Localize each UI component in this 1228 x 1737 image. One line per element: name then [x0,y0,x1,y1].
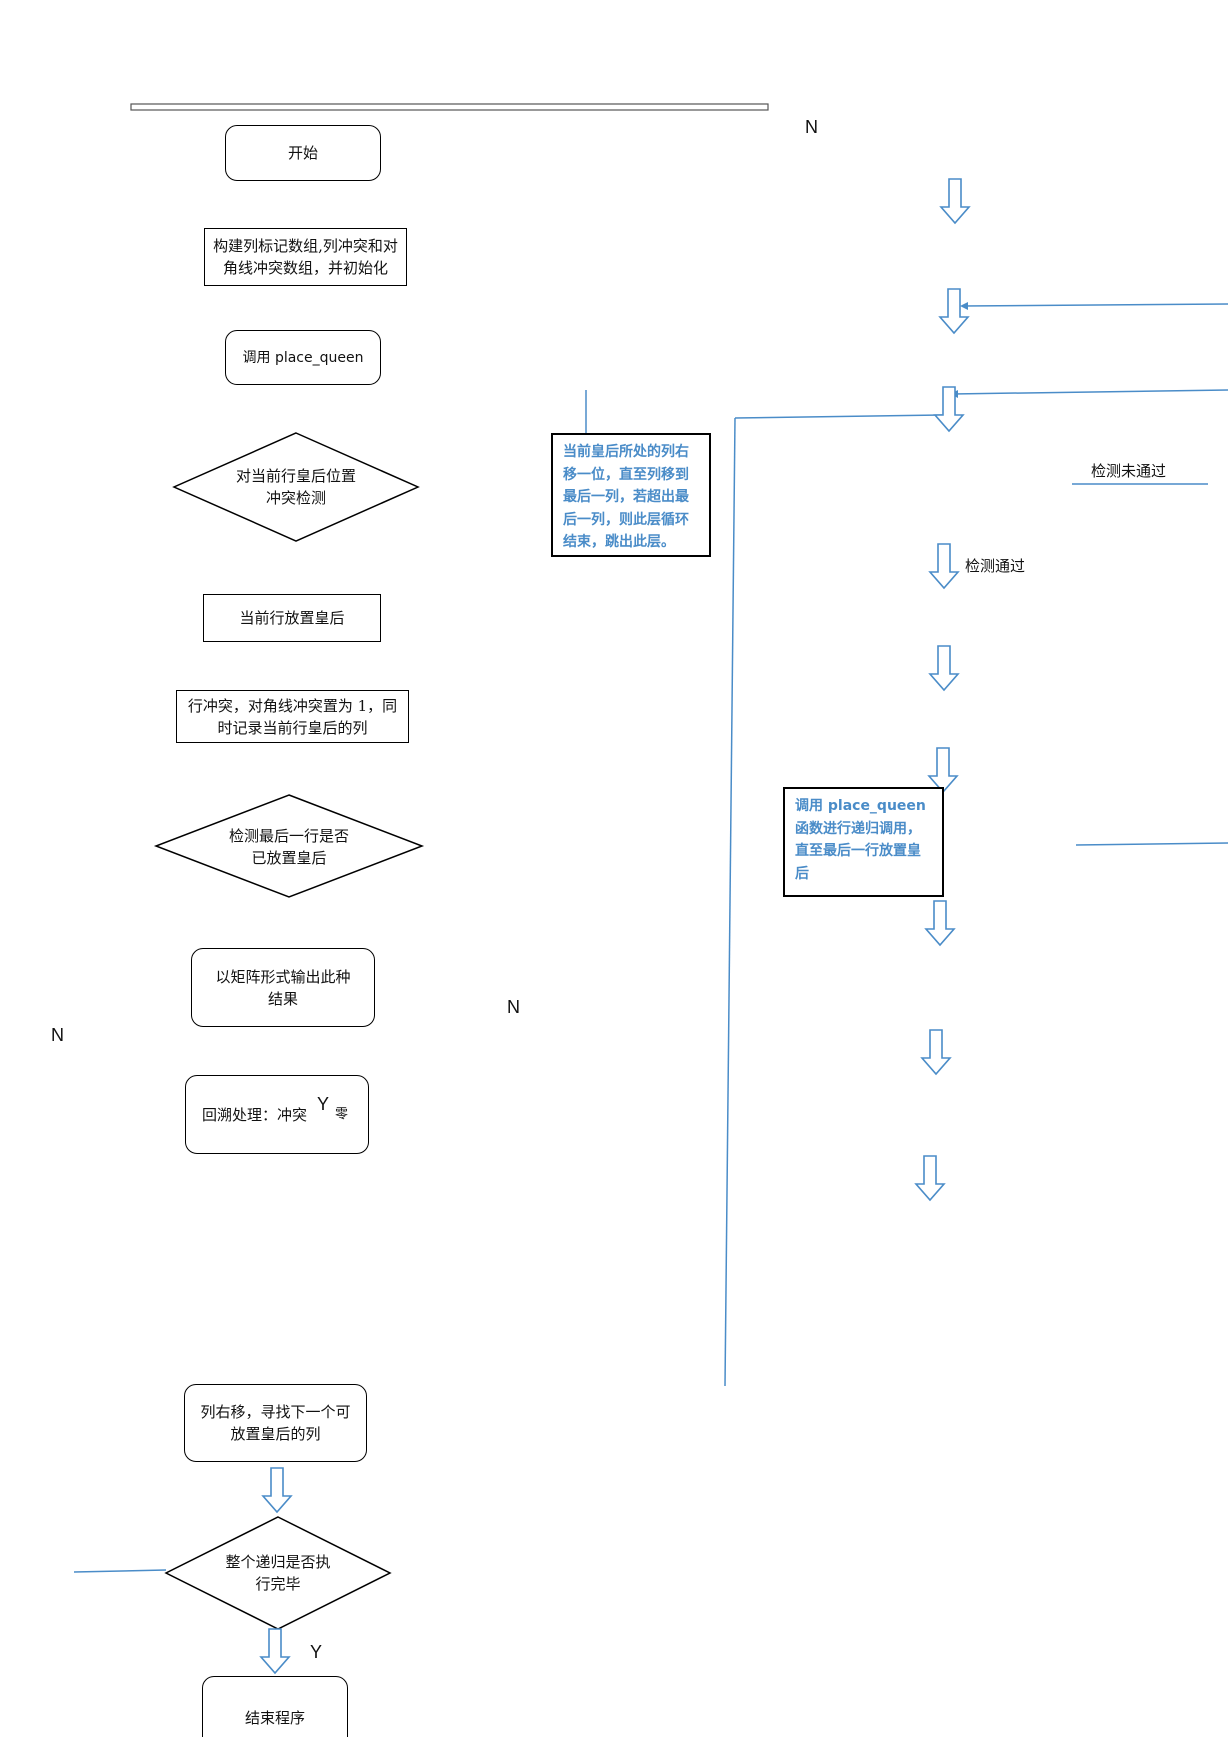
check-conflict-label: 对当前行皇后位置冲突检测 [235,467,356,507]
shift-column-node: 列右移，寻找下一个可放置皇后的列 [184,1384,367,1462]
feedback-arrowhead-1 [960,302,968,310]
column-shift-note: 当前皇后所处的列右移一位，直至列移到最后一列，若超出最后一列，则此层循环结束，跳… [551,433,711,557]
feedback-line-2 [951,389,1228,395]
down-arrow-icon [921,1029,951,1075]
check-last-row-label: 检测最后一行是否已放置皇后 [228,827,349,867]
label-y-end: Y [310,1642,323,1662]
backtrack-label: 回溯处理：冲突 [202,1105,308,1124]
init-node: 构建列标记数组,列冲突和对角线冲突数组，并初始化 [204,228,407,286]
left-feed-line [73,1569,167,1573]
down-arrow-icon [260,1628,290,1674]
end-node: 结束程序 [202,1676,348,1737]
label-n-left: N [51,1025,64,1045]
feedback-line-3 [1075,842,1228,846]
down-arrow-icon [934,386,964,432]
check-done-label: 整个递归是否执行完毕 [225,1553,331,1593]
label-check-pass: 检测通过 [965,557,1026,575]
down-arrow-icon [940,178,970,224]
header-bar [130,103,769,111]
loop-vertical-line [724,417,736,1387]
down-arrow-icon [928,747,958,793]
backtrack-tail: 零 [335,1106,349,1122]
label-n-top: N [805,117,818,137]
down-arrow-icon [939,288,969,334]
mark-conflict-node: 行冲突，对角线冲突置为 1，同时记录当前行皇后的列 [176,690,409,743]
down-arrow-icon [929,543,959,589]
recursive-call-note: 调用 place_queen 函数进行递归调用，直至最后一行放置皇后 [783,787,944,897]
diamond-check-last [153,794,425,898]
down-arrow-icon [925,900,955,946]
down-arrow-icon [915,1155,945,1201]
down-arrow-icon [929,645,959,691]
feedback-line-1 [961,303,1228,307]
label-n-mid: N [507,997,520,1017]
loop-top-line [734,414,943,419]
diamond-check-conflict [172,432,420,542]
label-y-backtrack: Y [317,1094,330,1114]
label-check-fail: 检测未通过 [1091,462,1167,480]
backtrack-node: 回溯处理：冲突 零 [185,1075,369,1154]
call-place-queen-node: 调用 place_queen [225,330,381,385]
start-node: 开始 [225,125,381,181]
place-queen-node: 当前行放置皇后 [203,594,381,642]
down-arrow-icon [262,1467,292,1513]
output-matrix-node: 以矩阵形式输出此种结果 [191,948,375,1027]
